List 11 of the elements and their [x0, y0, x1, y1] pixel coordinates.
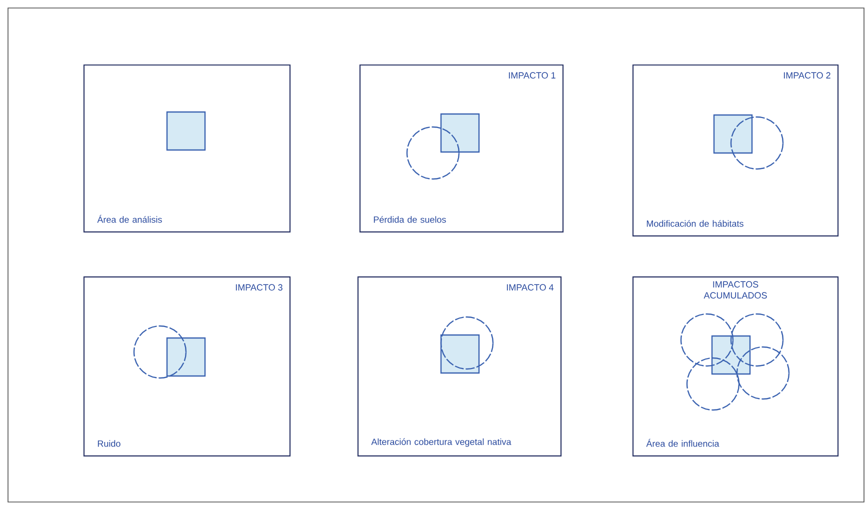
- panel-caption: Ruido: [98, 440, 120, 447]
- panel-caption: Modificación de hábitats: [646, 220, 744, 227]
- panel-caption: Área de análisis: [97, 214, 162, 223]
- impact-heading: IMPACTO 4: [506, 284, 554, 291]
- panel-caption: Área de influencia: [646, 438, 720, 447]
- panel-caption: Pérdida de suelos: [374, 216, 446, 223]
- impact-heading: IMPACTO 2: [784, 72, 830, 79]
- impact-heading: IMPACTOS ACUMULADOS: [704, 281, 767, 299]
- impact-heading: IMPACTO 3: [236, 284, 282, 291]
- panel-caption: Alteración cobertura vegetal nativa: [371, 438, 512, 447]
- impact-heading: IMPACTO 1: [508, 72, 556, 79]
